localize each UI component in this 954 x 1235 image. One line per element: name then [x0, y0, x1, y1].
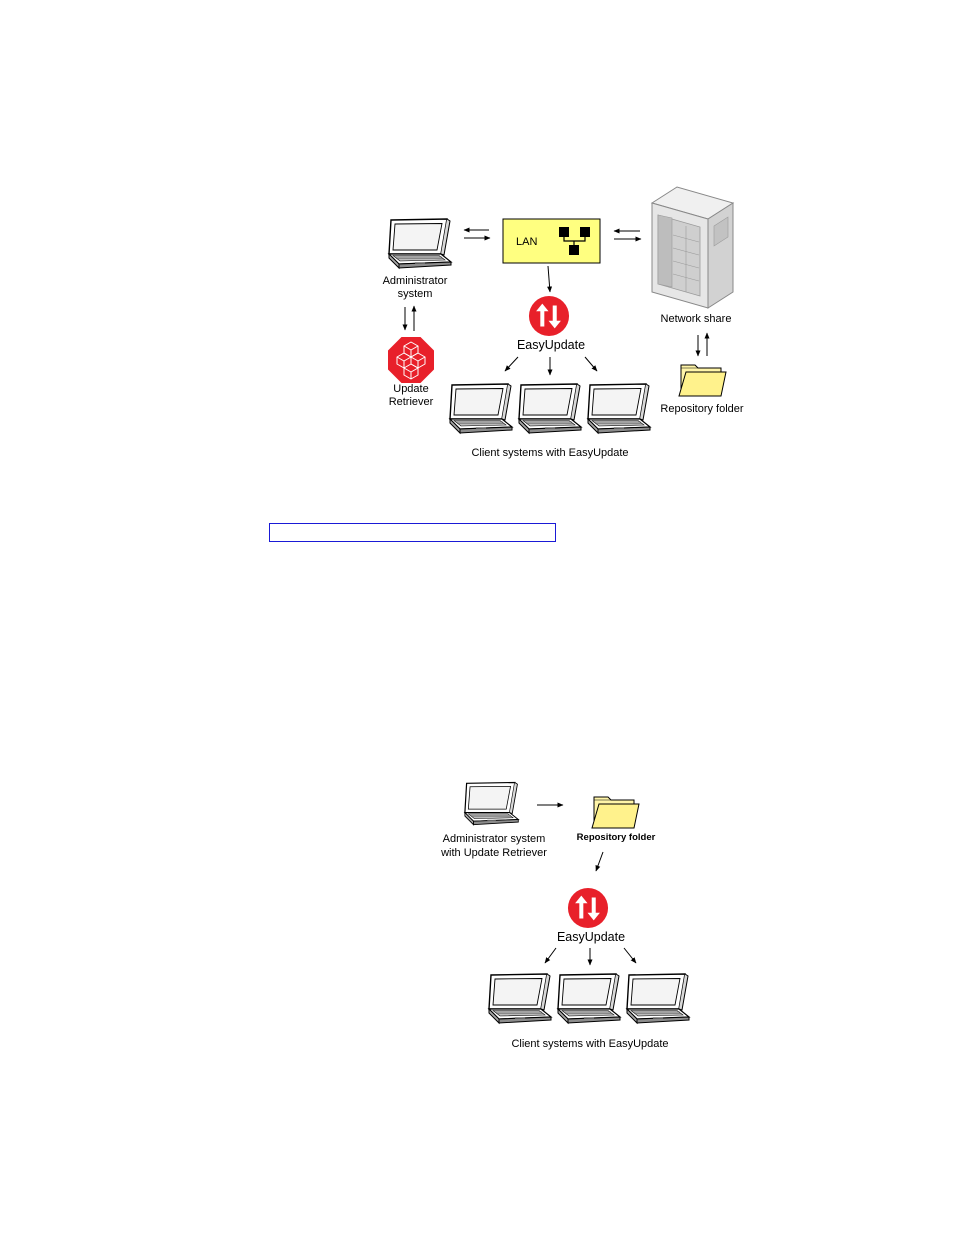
repo-easyupdate-arrow — [596, 852, 603, 871]
repository-folder-label: Repository folder — [660, 403, 743, 415]
admin-system-label-2b: with Update Retriever — [440, 847, 547, 859]
admin-lan-arrows — [464, 230, 490, 238]
easyupdate-client-arrows — [505, 357, 597, 375]
update-retriever-icon — [388, 337, 434, 383]
lan-easyupdate-arrow — [548, 266, 550, 292]
admin-system-label-2: system — [398, 288, 433, 300]
server-repo-arrows — [698, 333, 707, 356]
clients-label: Client systems with EasyUpdate — [471, 447, 628, 459]
update-retriever-label-2: Retriever — [389, 396, 434, 408]
easyupdate-label-2: EasyUpdate — [557, 930, 625, 944]
repository-folder-icon — [679, 365, 726, 396]
easyupdate-client-arrows-2 — [545, 948, 636, 965]
update-retriever-label-1: Update — [393, 383, 428, 395]
admin-laptop-icon — [389, 219, 451, 268]
client-laptop-icon-2 — [519, 384, 581, 433]
client-laptop-icon-6 — [627, 974, 689, 1023]
easyupdate-icon — [529, 296, 569, 336]
admin-retriever-arrows — [405, 306, 414, 331]
network-share-server-icon — [652, 187, 733, 308]
admin-laptop-icon-2 — [465, 782, 518, 824]
easyupdate-label: EasyUpdate — [517, 338, 585, 352]
network-share-label: Network share — [661, 313, 732, 325]
lan-label: LAN — [516, 236, 537, 248]
easyupdate-icon-2 — [568, 888, 608, 928]
lan-server-arrows — [614, 231, 641, 239]
client-laptop-icon-5 — [558, 974, 620, 1023]
client-laptop-icon-1 — [450, 384, 512, 433]
link-box[interactable] — [269, 523, 556, 542]
diagram-2: Administrator system with Update Retriev… — [440, 782, 689, 1050]
client-laptop-icon-3 — [588, 384, 650, 433]
clients-label-2: Client systems with EasyUpdate — [511, 1038, 668, 1050]
repository-folder-label-2: Repository folder — [577, 832, 656, 843]
diagram-1: Administrator system LAN — [383, 187, 744, 459]
admin-system-label-1b: Administrator system — [443, 833, 546, 845]
client-laptop-icon-4 — [489, 974, 551, 1023]
repository-folder-icon-2 — [592, 797, 639, 828]
lan-box: LAN — [503, 219, 600, 263]
admin-system-label-1: Administrator — [383, 275, 448, 287]
